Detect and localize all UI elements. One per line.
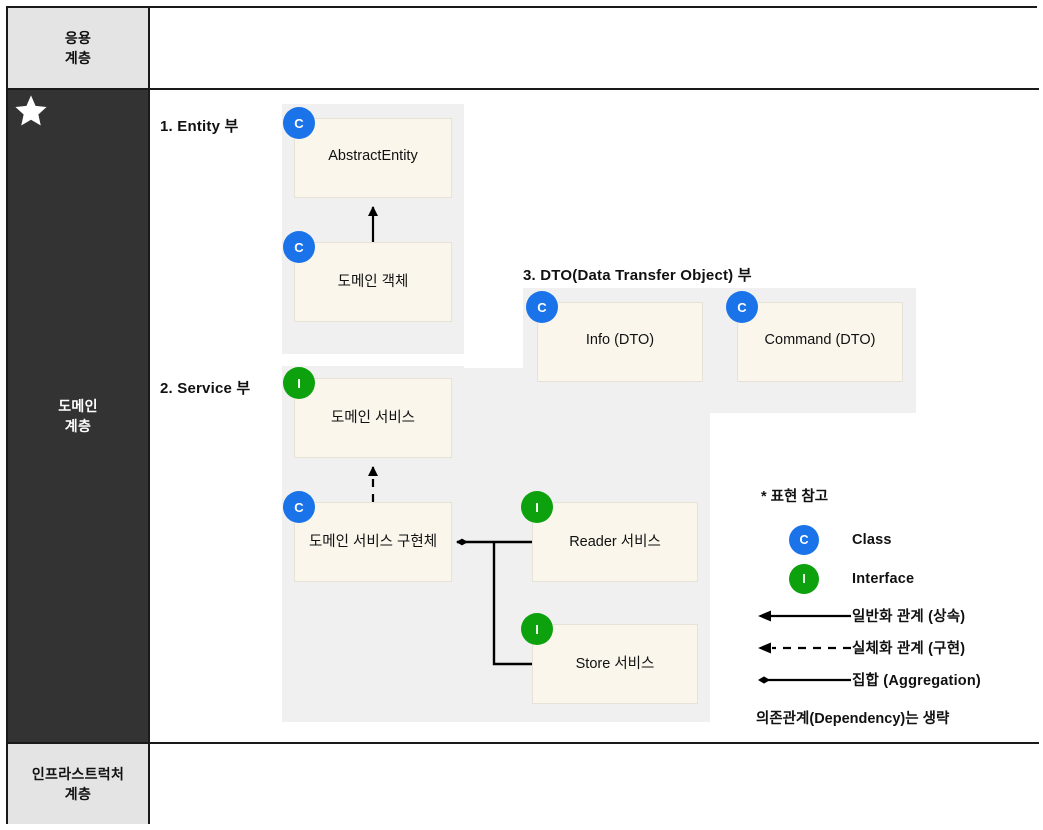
node-reader-service[interactable]: I Reader 서비스: [521, 491, 698, 582]
section-caption-entity: 1. Entity 부: [160, 118, 239, 135]
legend-item-label: Class: [852, 532, 892, 548]
class-badge-icon: C: [789, 525, 819, 555]
legend-class-symbol: C: [756, 525, 852, 555]
node-abstract-entity[interactable]: C AbstractEntity: [283, 107, 452, 198]
node-label: AbstractEntity: [328, 148, 418, 164]
legend-item-aggregation: 집합 (Aggregation): [756, 669, 981, 690]
dashed-arrow-icon: [756, 641, 852, 655]
section-caption-dto: 3. DTO(Data Transfer Object) 부: [523, 267, 752, 284]
node-label: 도메인 객체: [337, 273, 409, 290]
class-badge-icon: C: [283, 107, 315, 139]
legend-item-generalization: 일반화 관계 (상속): [756, 605, 965, 626]
diamond-line-icon: [756, 673, 852, 687]
solid-arrow-icon: [756, 609, 852, 623]
legend-item-label: 집합 (Aggregation): [852, 673, 981, 689]
legend: * 표현 참고 C Class I Interface: [756, 485, 1031, 730]
layer-infrastructure-label-line-1: 인프라스트럭처: [31, 765, 125, 782]
layer-domain-label-line-1: 도메인: [58, 397, 98, 414]
interface-badge-icon: I: [521, 613, 553, 645]
node-domain-service-impl[interactable]: C 도메인 서비스 구현체: [283, 491, 452, 582]
legend-item-interface: I Interface: [756, 564, 914, 594]
legend-item-label: 일반화 관계 (상속): [852, 609, 966, 625]
class-badge-icon: C: [283, 231, 315, 263]
node-command-dto[interactable]: C Command (DTO): [726, 291, 903, 382]
layer-cell-domain: 도메인 계층: [8, 90, 150, 744]
legend-item-realization: 실체화 관계 (구현): [756, 637, 965, 658]
node-label: Command (DTO): [764, 332, 876, 348]
interface-badge-icon: I: [789, 564, 819, 594]
legend-item-label: 실체화 관계 (구현): [852, 641, 966, 657]
layer-application-label-line-1: 응용: [64, 29, 92, 46]
layer-application-label-line-2: 계층: [64, 50, 92, 66]
node-label: 도메인 서비스: [330, 409, 416, 426]
node-store-service[interactable]: I Store 서비스: [521, 613, 698, 704]
layer-infrastructure-label-line-2: 계층: [64, 786, 92, 802]
diagram-frame: 응용 계층 도메인 계층 인프라스트럭처 계층 1. Entity 부: [6, 6, 1039, 824]
class-badge-icon: C: [726, 291, 758, 323]
node-label: Store 서비스: [575, 655, 655, 672]
section-caption-service: 2. Service 부: [160, 380, 251, 397]
legend-note: 의존관계(Dependency)는 생략: [756, 711, 950, 727]
infrastructure-layer-content: [150, 744, 1039, 824]
layer-domain-label-line-2: 계층: [64, 418, 92, 434]
class-badge-icon: C: [283, 491, 315, 523]
node-label: 도메인 서비스 구현체: [308, 533, 438, 550]
interface-badge-icon: I: [283, 367, 315, 399]
legend-item-label: Interface: [852, 571, 915, 587]
legend-interface-symbol: I: [756, 564, 852, 594]
node-label: Info (DTO): [585, 332, 655, 348]
layer-cell-application: 응용 계층: [8, 8, 150, 90]
legend-item-class: C Class: [756, 525, 892, 555]
domain-layer-content: 1. Entity 부 2. Service 부 3. DTO(Data Tra…: [150, 90, 1039, 744]
node-info-dto[interactable]: C Info (DTO): [526, 291, 703, 382]
legend-title: * 표현 참고: [761, 489, 829, 505]
layer-cell-infrastructure: 인프라스트럭처 계층: [8, 744, 150, 824]
node-label: Reader 서비스: [569, 533, 661, 550]
node-domain-service[interactable]: I 도메인 서비스: [283, 367, 452, 458]
class-badge-icon: C: [526, 291, 558, 323]
node-domain-object[interactable]: C 도메인 객체: [283, 231, 452, 322]
application-layer-content: [150, 8, 1039, 90]
interface-badge-icon: I: [521, 491, 553, 523]
star-icon: [15, 95, 47, 126]
